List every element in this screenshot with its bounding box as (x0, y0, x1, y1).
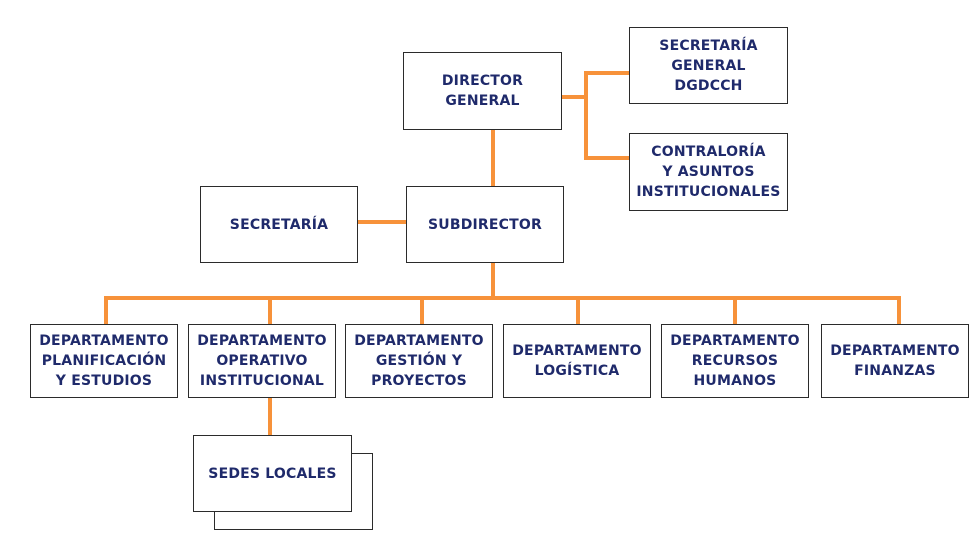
node-director-general: DIRECTOR GENERAL (403, 52, 562, 130)
node-label: DEPARTAMENTO LOGÍSTICA (512, 343, 642, 379)
node-subdirector: SUBDIRECTOR (406, 186, 564, 263)
node-secretaria-general: SECRETARÍA GENERAL DGDCCH (629, 27, 788, 104)
node-department-operativo: DEPARTAMENTO OPERATIVO INSTITUCIONAL (188, 324, 336, 398)
node-label: SUBDIRECTOR (427, 216, 542, 233)
node-sedes-locales: SEDES LOCALES (193, 435, 352, 512)
node-contraloria: CONTRALORÍA Y ASUNTOS INSTITUCIONALES (629, 133, 788, 211)
node-label: DEPARTAMENTO RECURSOS HUMANOS (670, 333, 800, 389)
node-label: DIRECTOR GENERAL (441, 73, 524, 109)
node-label: CONTRALORÍA Y ASUNTOS INSTITUCIONALES (636, 144, 781, 200)
node-secretaria: SECRETARÍA (200, 186, 358, 263)
node-department-finanzas: DEPARTAMENTO FINANZAS (821, 324, 969, 398)
node-label: SECRETARÍA (229, 216, 329, 233)
node-department-gestion: DEPARTAMENTO GESTIÓN Y PROYECTOS (345, 324, 493, 398)
node-label: SEDES LOCALES (208, 465, 337, 482)
node-department-logistica: DEPARTAMENTO LOGÍSTICA (503, 324, 651, 398)
node-label: DEPARTAMENTO FINANZAS (830, 343, 960, 379)
node-label: DEPARTAMENTO PLANIFICACIÓN Y ESTUDIOS (39, 333, 169, 389)
node-department-recursos-humanos: DEPARTAMENTO RECURSOS HUMANOS (661, 324, 809, 398)
node-department-planificacion: DEPARTAMENTO PLANIFICACIÓN Y ESTUDIOS (30, 324, 178, 398)
node-label: SECRETARÍA GENERAL DGDCCH (659, 37, 758, 94)
node-label: DEPARTAMENTO GESTIÓN Y PROYECTOS (354, 333, 484, 389)
node-label: DEPARTAMENTO OPERATIVO INSTITUCIONAL (197, 333, 327, 389)
